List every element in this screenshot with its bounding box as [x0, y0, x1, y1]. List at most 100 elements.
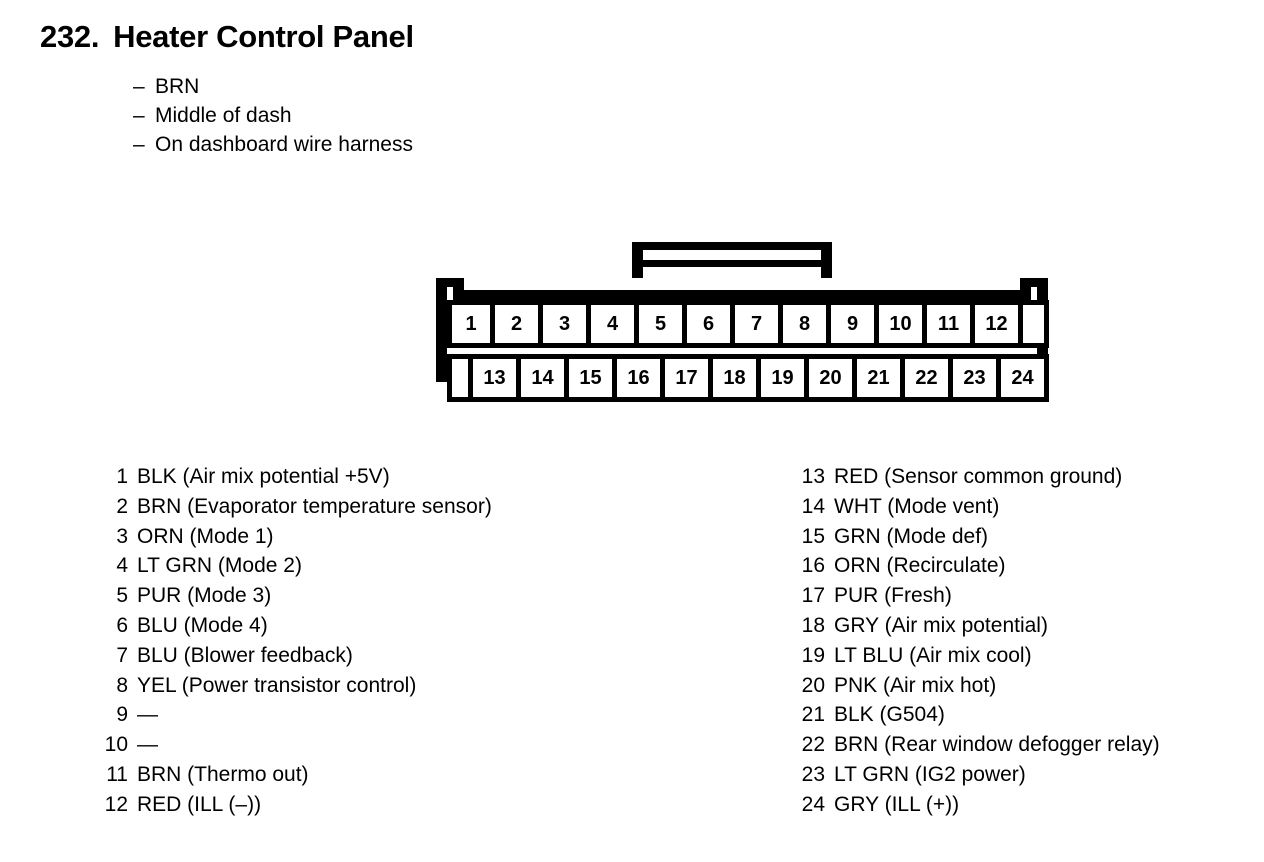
pin-legend-description: BLU (Mode 4)	[137, 613, 268, 637]
connector-pin-7: 7	[735, 300, 783, 348]
pin-legend-description: BLK (G504)	[834, 703, 945, 727]
pin-legend-number: 7	[116, 643, 128, 667]
pin-legend-row: 12 RED (ILL (–))	[0, 790, 492, 820]
subtitle-item: –On dashboard wire harness	[133, 130, 413, 159]
subtitle-item: –Middle of dash	[133, 101, 413, 130]
connector-pin-5: 5	[639, 300, 687, 348]
pin-legend-number: 21	[801, 703, 825, 727]
pin-legend-number: 4	[116, 554, 128, 578]
pin-legend-description: BLK (Air mix potential +5V)	[137, 465, 390, 488]
pin-legend-description: BRN (Rear window defogger relay)	[834, 733, 1160, 757]
dash-icon: –	[133, 104, 145, 127]
dash-icon: –	[133, 75, 145, 98]
pin-legend-description: GRN (Mode def)	[834, 524, 989, 548]
pin-legend-number: 1	[116, 465, 128, 488]
connector-pin-18: 18	[713, 354, 761, 402]
pin-legend-row: 15 GRN (Mode def)	[670, 522, 1160, 552]
shell-wall-left	[436, 278, 447, 382]
pin-legend-row: 16 ORN (Recirculate)	[670, 551, 1160, 581]
pin-legend-row: 21 BLK (G504)	[670, 700, 1160, 730]
connector-blank-cell	[1023, 300, 1049, 348]
shell-notch-left-stub	[436, 278, 464, 287]
pin-legend-description: ORN (Recirculate)	[834, 554, 1006, 578]
pin-legend-description: ORN (Mode 1)	[137, 524, 274, 548]
pin-legend-row: 9—	[0, 700, 492, 730]
pin-legend-description: PUR (Mode 3)	[137, 584, 272, 608]
pin-legend-number: 16	[801, 554, 825, 578]
pin-legend-row: 7 BLU (Blower feedback)	[0, 641, 492, 671]
subtitle-item: –BRN	[133, 72, 413, 101]
pin-legend-row: 20 PNK (Air mix hot)	[670, 671, 1160, 701]
latch-post-left	[632, 242, 643, 278]
connector-pin-13: 13	[473, 354, 521, 402]
pin-legend-number: 18	[801, 613, 825, 637]
connector-pin-20: 20	[809, 354, 857, 402]
connector-pin-24: 24	[1001, 354, 1049, 402]
connector-pin-1: 1	[447, 300, 495, 348]
connector-pin-16: 16	[617, 354, 665, 402]
pin-legend-number: 14	[801, 494, 825, 518]
pin-legend-number: 6	[116, 613, 128, 637]
pin-legend-row: 22 BRN (Rear window defogger relay)	[670, 730, 1160, 760]
page-title: 232. Heater Control Panel	[40, 19, 414, 55]
pin-legend-description: BLU (Blower feedback)	[137, 643, 353, 667]
pin-legend-number: 19	[801, 643, 825, 667]
pin-legend-number: 11	[106, 762, 128, 786]
pin-legend-number: 20	[801, 673, 825, 697]
pin-legend-description: LT GRN (IG2 power)	[834, 762, 1026, 786]
pin-legend-description: YEL (Power transistor control)	[137, 673, 417, 697]
connector-pin-2: 2	[495, 300, 543, 348]
pin-legend-description: GRY (ILL (+))	[834, 792, 960, 816]
page-title-number: 232.	[40, 19, 100, 54]
connector-pin-9: 9	[831, 300, 879, 348]
pin-legend-row: 17 PUR (Fresh)	[670, 581, 1160, 611]
pin-legend-row: 8 YEL (Power transistor control)	[0, 671, 492, 701]
pin-legend-description: BRN (Thermo out)	[137, 762, 309, 786]
pin-legend-number: 15	[801, 524, 825, 548]
pin-legend-description: PNK (Air mix hot)	[834, 673, 997, 697]
subtitle-item-label: BRN	[155, 75, 200, 98]
pin-legend-description: RED (ILL (–))	[137, 792, 262, 816]
shell-notch-right-stub	[1020, 278, 1048, 287]
pin-legend-number: 8	[116, 673, 128, 697]
pin-legend-row: 1 BLK (Air mix potential +5V)	[0, 462, 492, 492]
connector-pin-12: 12	[975, 300, 1023, 348]
shell-notch-left-riser	[453, 278, 464, 300]
pin-legend-description: RED (Sensor common ground)	[834, 465, 1123, 488]
latch-bracket-icon	[632, 242, 832, 278]
pin-legend-number: 10	[104, 733, 128, 757]
pin-legend-number: 9	[116, 703, 128, 727]
pin-legend-description: PUR (Fresh)	[834, 584, 952, 608]
pin-legend-number: 22	[801, 733, 825, 757]
connector-pin-4: 4	[591, 300, 639, 348]
pin-legend-number: 12	[104, 792, 128, 816]
shell-wall-top	[458, 290, 1026, 300]
connector-pin-3: 3	[543, 300, 591, 348]
pin-legend-description: —	[137, 703, 158, 727]
subtitle-list: –BRN–Middle of dash–On dashboard wire ha…	[133, 72, 413, 159]
page-title-text: Heater Control Panel	[113, 19, 414, 54]
connector-pin-21: 21	[857, 354, 905, 402]
pin-legend-row: 11 BRN (Thermo out)	[0, 760, 492, 790]
pin-legend-row: 10—	[0, 730, 492, 760]
connector-pin-6: 6	[687, 300, 735, 348]
connector-pin-17: 17	[665, 354, 713, 402]
connector-pin-11: 11	[927, 300, 975, 348]
latch-top-bar	[632, 242, 832, 250]
connector-pin-22: 22	[905, 354, 953, 402]
dash-icon: –	[133, 133, 145, 156]
pin-legend-row: 6 BLU (Mode 4)	[0, 611, 492, 641]
pin-legend-number: 17	[801, 584, 825, 608]
